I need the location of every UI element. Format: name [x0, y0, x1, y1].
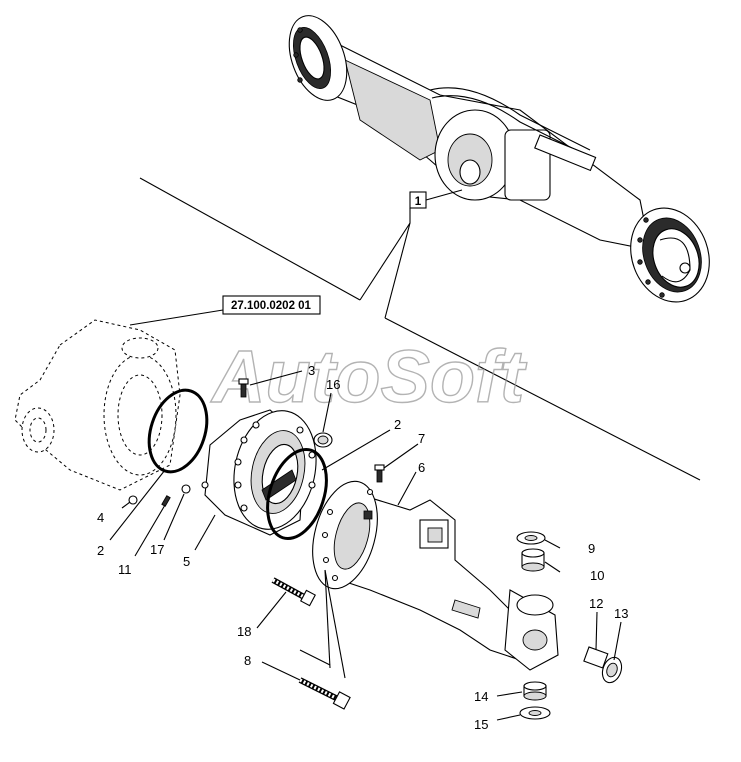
callout-18: 18	[237, 624, 251, 639]
bushing-12	[583, 646, 609, 669]
section-plane-lines	[139, 177, 701, 481]
callout-3: 3	[308, 363, 315, 378]
differential-housing-phantom	[14, 319, 181, 491]
axle-assembly	[288, 15, 710, 303]
diff-ref-box: 27.100.0202 01	[129, 295, 321, 326]
pin-4	[128, 495, 138, 505]
screw-11	[161, 495, 171, 507]
callout-2-left: 2	[97, 543, 104, 558]
washer-9-hole	[524, 535, 538, 541]
bolt-7	[374, 464, 385, 483]
callout-5: 5	[183, 554, 190, 569]
callout-9: 9	[588, 541, 595, 556]
callout-13: 13	[614, 606, 628, 621]
ring-gear-carrier	[201, 409, 317, 536]
watermark: AutoSoft	[210, 335, 528, 418]
plug-16	[313, 432, 333, 448]
callout-14: 14	[474, 689, 488, 704]
washer-15-hole	[528, 710, 542, 716]
assembly-ref-label: 1	[415, 196, 422, 208]
callout-10: 10	[590, 568, 604, 583]
callout-15: 15	[474, 717, 488, 732]
leader-lines	[109, 370, 622, 721]
bolt-3	[238, 378, 249, 398]
bushing-10	[521, 548, 545, 572]
callout-6: 6	[418, 460, 425, 475]
assembly-ref-box: 1	[359, 189, 463, 319]
seal-13	[601, 656, 623, 684]
hub-bolts	[293, 27, 665, 298]
callout-2-top: 2	[394, 417, 401, 432]
axle-beam	[312, 480, 559, 671]
callout-8: 8	[244, 653, 251, 668]
callout-12: 12	[589, 596, 603, 611]
callout-17: 17	[150, 542, 164, 557]
diff-ref-label: 27.100.0202 01	[231, 300, 312, 312]
bolt-8	[298, 677, 351, 710]
o-ring-right	[266, 447, 328, 541]
callout-11: 11	[118, 562, 132, 577]
beam-bolt-holes	[321, 488, 374, 582]
callout-labels: 3 16 2 7 6 4 2 17 5 11 18 8 9 10 12 13 1…	[97, 363, 628, 732]
carrier-bolt-holes	[201, 421, 316, 512]
bolt-18	[271, 577, 316, 607]
bushing-14	[523, 681, 547, 701]
callout-4: 4	[97, 510, 104, 525]
washer-17	[181, 484, 191, 494]
callout-7: 7	[418, 431, 425, 446]
callout-16: 16	[326, 377, 340, 392]
o-ring-left	[147, 388, 209, 474]
